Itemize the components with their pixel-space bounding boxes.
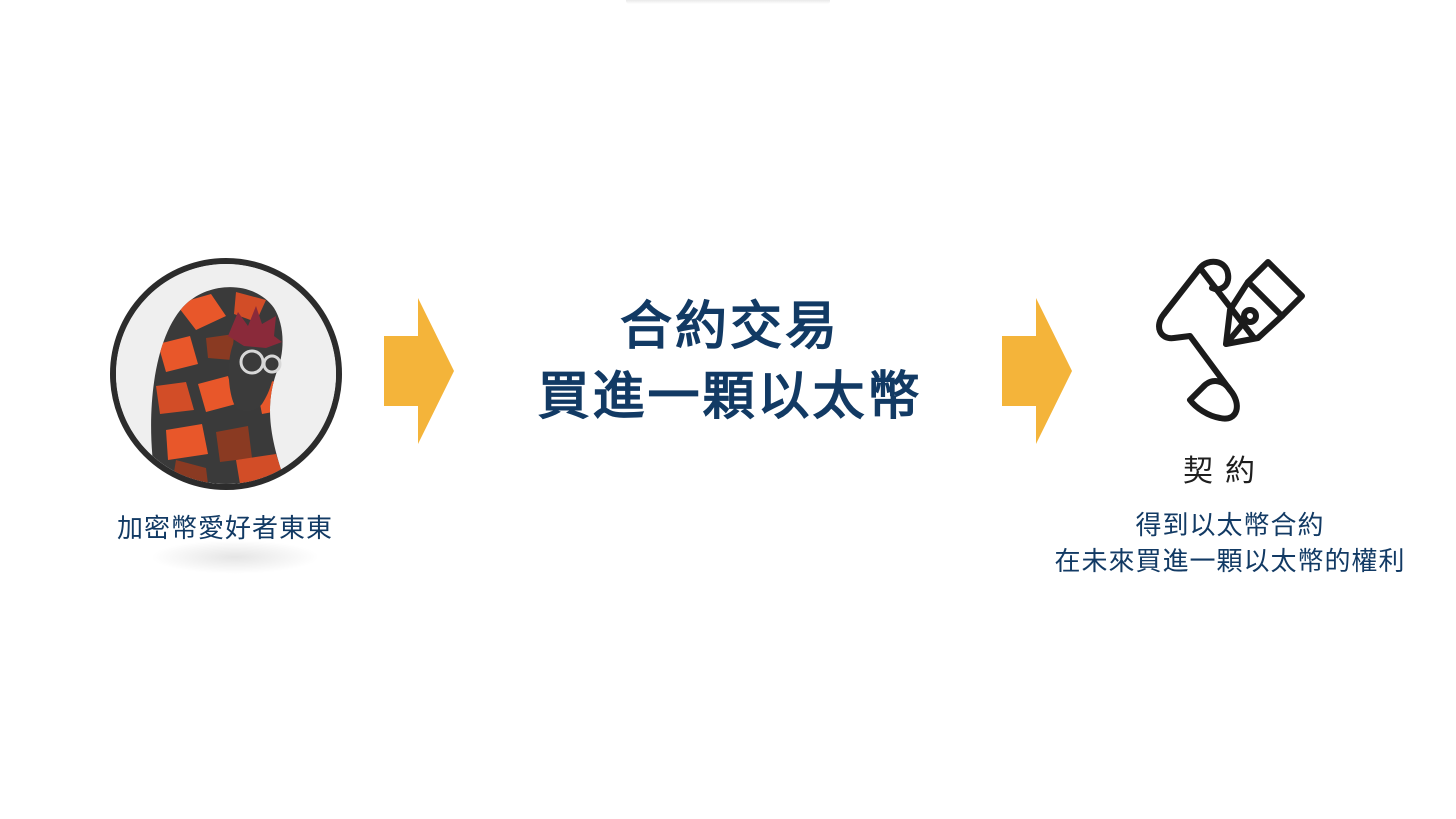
contract-description-line-1: 得到以太幣合約 <box>1135 511 1325 541</box>
top-edge-mark <box>626 0 830 4</box>
center-title-line-1: 合約交易 <box>619 297 840 357</box>
avatar-shadow <box>150 540 320 574</box>
person-avatar <box>110 258 342 490</box>
contract-description-line-2: 在未來買進一顆以太幣的權利 <box>1054 547 1406 577</box>
right-arrow-icon <box>384 298 454 444</box>
right-arrow-icon <box>1002 298 1072 444</box>
contract-label: 契約 <box>1183 454 1267 489</box>
center-title: 合約交易 買進一顆以太幣 <box>470 292 990 432</box>
person-label: 加密幣愛好者東東 <box>116 514 333 544</box>
contract-description: 得到以太幣合約 在未來買進一顆以太幣的權利 <box>1010 508 1450 580</box>
hooded-person-icon <box>116 264 336 484</box>
center-title-line-2: 買進一顆以太幣 <box>537 367 923 427</box>
scroll-pen-icon <box>1156 258 1305 422</box>
